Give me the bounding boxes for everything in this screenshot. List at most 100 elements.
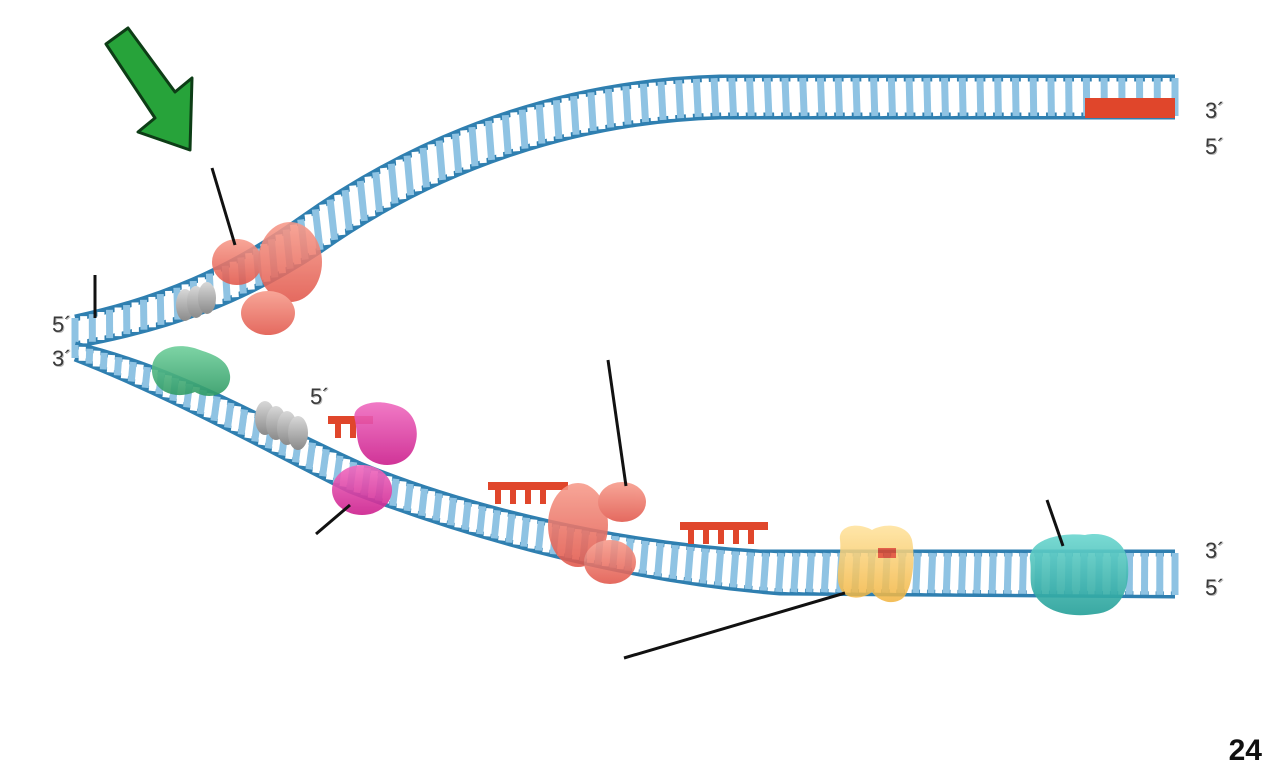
- base-pair-rung: [746, 77, 755, 117]
- base-pair-rung: [692, 78, 702, 118]
- base-pair-rung: [988, 552, 997, 594]
- base-pair-rung: [493, 117, 504, 158]
- base-pair-rung: [852, 77, 861, 117]
- base-pair-rung: [1003, 77, 1011, 117]
- leader-line-helicase: [210, 167, 237, 246]
- base-pair-rung: [834, 77, 843, 117]
- new-strand-segment: [1085, 98, 1175, 118]
- base-pair-rung: [326, 199, 339, 241]
- base-pair-rung: [319, 204, 331, 246]
- base-pair-rung: [1003, 552, 1012, 594]
- base-pair-rung: [737, 77, 746, 117]
- base-pair-rung: [319, 448, 330, 477]
- base-pair-rung: [210, 396, 221, 422]
- leader-line-polymerase: [606, 359, 628, 487]
- base-pair-rung: [763, 77, 773, 117]
- base-pair-rung: [710, 78, 720, 117]
- label-primer-5-prime: 5´: [310, 384, 330, 409]
- base-pair-rung: [403, 483, 414, 512]
- base-pair-rung: [767, 552, 778, 592]
- base-pair-rung: [498, 511, 508, 541]
- base-pair-rung: [587, 92, 597, 132]
- base-pair-rung: [684, 546, 694, 582]
- base-pair-rung: [85, 348, 94, 364]
- base-pair-rung: [387, 163, 399, 204]
- base-pair-rung: [476, 505, 487, 535]
- base-pair-rung: [427, 143, 438, 184]
- base-pair-rung: [666, 80, 676, 120]
- label-top-5-prime: 5´: [1205, 134, 1225, 159]
- base-pair-rung: [410, 485, 421, 514]
- base-pair-rung: [527, 519, 538, 549]
- base-pair-rung: [512, 515, 523, 545]
- base-pair-rung: [825, 77, 835, 117]
- base-pair-rung: [912, 552, 921, 594]
- base-pair-rung: [432, 493, 443, 521]
- base-pair-rung: [950, 552, 959, 594]
- base-pair-rung: [675, 79, 685, 119]
- base-pair-rung: [403, 155, 415, 196]
- base-pair-rung: [782, 552, 793, 593]
- base-pair-rung: [518, 109, 529, 149]
- base-pair-rung: [501, 114, 512, 155]
- base-pair-rung: [684, 79, 693, 118]
- base-pair-rung: [752, 552, 762, 591]
- base-pair-rung: [772, 77, 782, 117]
- primase: [332, 402, 417, 515]
- base-pair-rung: [217, 399, 228, 425]
- base-pair-rung: [379, 167, 391, 208]
- base-pair-rung: [1011, 552, 1020, 594]
- green-arrow-icon: [104, 26, 194, 152]
- base-pair-rung: [389, 478, 400, 507]
- base-pair-rung: [1029, 77, 1038, 117]
- base-pair-rung: [719, 77, 729, 117]
- base-pair-rung: [305, 442, 317, 470]
- ssb-proteins-top: [176, 282, 216, 321]
- base-pair-rung: [1038, 77, 1047, 117]
- base-pair-rung: [372, 171, 384, 213]
- base-pair-rung: [485, 120, 496, 161]
- base-pair-rung: [468, 126, 479, 167]
- base-pair-rung: [631, 84, 641, 124]
- base-pair-rung: [349, 185, 361, 226]
- base-pair-rung: [691, 547, 702, 583]
- base-pair-rung: [165, 290, 173, 323]
- base-pair-rung: [505, 513, 516, 543]
- base-pair-rung: [923, 77, 932, 117]
- base-pair-rung: [106, 354, 116, 373]
- base-pair-rung: [927, 552, 937, 594]
- base-pair-rung: [534, 520, 545, 551]
- leader-line-ligase: [623, 591, 846, 660]
- base-pair-rung: [805, 552, 815, 593]
- base-pair-rung: [646, 541, 657, 576]
- base-pair-rung: [958, 77, 967, 117]
- base-pair-rung: [419, 147, 430, 188]
- base-pair-rung: [820, 552, 831, 593]
- base-pair-rung: [942, 552, 952, 594]
- base-pair-rung: [808, 77, 817, 117]
- base-pair-rung: [887, 77, 896, 117]
- base-pair-rung: [790, 77, 799, 117]
- helicase: [151, 346, 231, 396]
- base-pair-rung: [759, 552, 770, 591]
- base-pair-rung: [1019, 552, 1028, 594]
- base-pair-rung: [92, 350, 101, 367]
- base-pair-rung: [861, 77, 870, 117]
- base-pair-rung: [648, 82, 658, 122]
- base-pair-rung: [1011, 77, 1020, 117]
- base-pair-rung: [661, 543, 672, 578]
- okazaki-fragment-2: [680, 522, 768, 544]
- ssb-proteins-bottom: [255, 401, 308, 450]
- base-pair-rung: [828, 552, 838, 593]
- base-pair-rung: [714, 549, 725, 586]
- base-pair-rung: [425, 490, 436, 519]
- base-pair-rung: [1020, 77, 1029, 117]
- base-pair-rung: [958, 552, 967, 594]
- base-pair-rung: [996, 552, 1005, 594]
- base-pair-rung: [447, 497, 457, 526]
- base-pair-rung: [941, 77, 949, 117]
- base-pair-rung: [418, 488, 429, 517]
- base-pair-rung: [654, 542, 664, 577]
- base-pair-rung: [676, 545, 687, 581]
- base-pair-rung: [639, 83, 650, 123]
